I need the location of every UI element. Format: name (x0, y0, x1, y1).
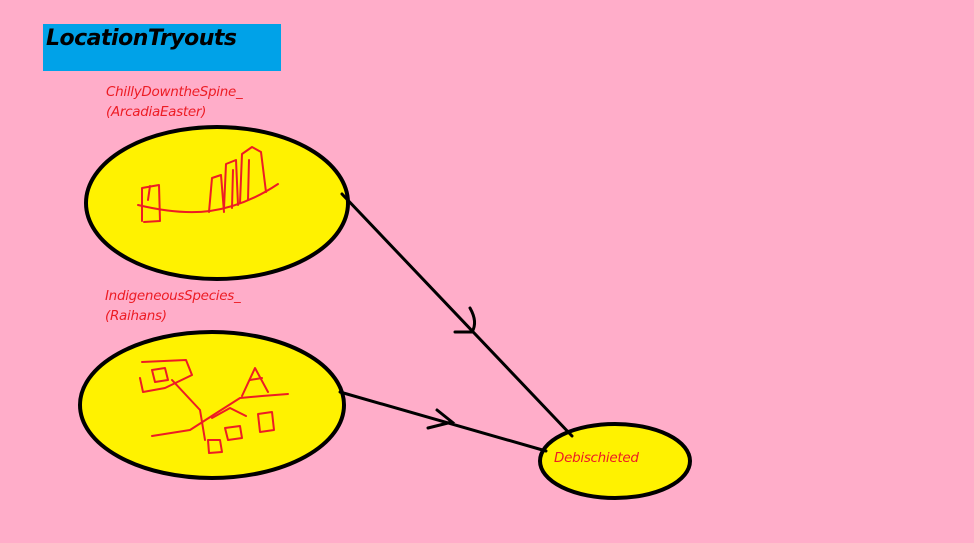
top-node-caption-line1: ChillyDowntheSpine_ (106, 84, 243, 100)
top-node-caption-line2: (ArcadiaEaster) (106, 104, 207, 120)
target-node-ellipse (538, 422, 692, 500)
top-node-caption: ChillyDowntheSpine_ (ArcadiaEaster) (106, 82, 243, 122)
title-box: LocationTryouts (43, 24, 281, 71)
connection-bottom-to-target (338, 390, 548, 453)
top-node-ellipse (84, 125, 350, 281)
arrowhead-bottom-icon (426, 408, 456, 430)
connection-top-to-target (340, 192, 574, 438)
species-sketch-icon (139, 359, 289, 454)
target-node-label: Debischieted (554, 450, 639, 466)
diagram-title: LocationTryouts (46, 26, 237, 51)
bottom-node-ellipse (78, 330, 346, 480)
bottom-node-caption-line2: (Raihans) (105, 308, 167, 324)
arrowhead-top-icon (453, 306, 477, 334)
bottom-node-caption-line1: IndigeneousSpecies_ (105, 288, 241, 304)
bottom-node-caption: IndigeneousSpecies_ (Raihans) (105, 286, 241, 326)
skyline-sketch-icon (137, 146, 279, 223)
